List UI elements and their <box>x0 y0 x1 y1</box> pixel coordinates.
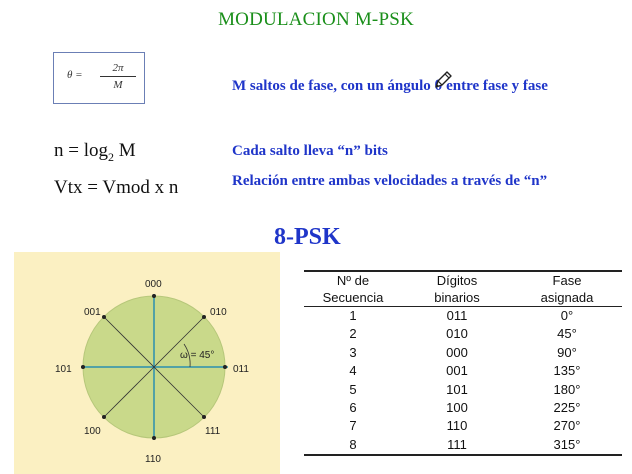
cell-sequence: 7 <box>349 418 357 434</box>
cell-digits: 101 <box>446 381 468 397</box>
table-row: 7 110 270° <box>304 417 622 435</box>
n-formula-prefix: n = log <box>54 140 108 161</box>
table-row: 2 010 45° <box>304 325 622 343</box>
point-001 <box>102 315 106 319</box>
cell-digits: 111 <box>402 435 512 457</box>
label-100: 100 <box>84 426 101 437</box>
cell-digits: 001 <box>446 363 468 379</box>
cell-phase: 90° <box>557 344 577 360</box>
cell-sequence: 8 <box>304 435 402 457</box>
diagonal-2 <box>103 316 205 418</box>
formula-lhs: θ = <box>67 69 83 81</box>
label-111: 111 <box>205 426 221 437</box>
header-digits-1: Dígitos <box>402 270 512 289</box>
cell-phase: 135° <box>553 363 581 379</box>
point-110 <box>152 436 156 440</box>
cell-phase: 270° <box>553 418 581 434</box>
table-row: 4 001 135° <box>304 362 622 380</box>
cell-digits: 110 <box>446 418 468 434</box>
point-000 <box>152 294 156 298</box>
point-101 <box>81 365 85 369</box>
label-001: 001 <box>84 307 101 318</box>
header-phase-2: asignada <box>512 289 622 307</box>
angle-arc <box>183 343 191 368</box>
cell-digits: 100 <box>446 400 468 416</box>
table-row: 6 100 225° <box>304 399 622 417</box>
cell-phase: 0° <box>560 308 574 323</box>
theta-formula: θ = 2π M <box>53 52 145 104</box>
speed-relation-text: Relación entre ambas velocidades a travé… <box>232 173 548 189</box>
phase-jumps-text: M saltos de fase, con un ángulo θ entre … <box>232 78 548 94</box>
cell-sequence: 1 <box>349 308 357 323</box>
formula-numerator: 2π <box>112 62 124 74</box>
cell-digits: 010 <box>446 326 468 342</box>
angle-label: ω = 45° <box>180 350 214 361</box>
table-row: 5 101 180° <box>304 381 622 399</box>
table-row: 1 011 0° <box>304 307 622 326</box>
psk-title: 8-PSK <box>274 224 341 250</box>
constellation-diagram: 000 010 011 111 110 100 101 001 ω = 45° <box>55 279 249 465</box>
header-digits-2: binarios <box>402 289 512 307</box>
header-sequence-1: Nº de <box>304 270 402 289</box>
formula-denominator: M <box>113 79 123 91</box>
point-011 <box>223 365 227 369</box>
label-101: 101 <box>55 364 72 375</box>
cell-sequence: 5 <box>349 381 357 397</box>
point-100 <box>102 415 106 419</box>
phase-table: Nº de Dígitos Fase Secuencia binarios as… <box>304 270 622 457</box>
table-row: 3 000 90° <box>304 344 622 362</box>
label-011: 011 <box>233 364 249 375</box>
point-010 <box>202 315 206 319</box>
cell-phase: 45° <box>557 326 577 342</box>
n-formula: n = log2 M <box>54 140 136 165</box>
cell-phase: 315° <box>512 435 622 457</box>
bits-per-jump-text: Cada salto lleva “n” bits <box>232 143 388 159</box>
cell-sequence: 2 <box>349 326 357 342</box>
label-110: 110 <box>145 454 161 465</box>
cell-digits: 000 <box>446 344 468 360</box>
cell-sequence: 3 <box>349 344 357 360</box>
cell-sequence: 4 <box>349 363 357 379</box>
pencil-icon[interactable] <box>432 69 454 91</box>
label-010: 010 <box>210 307 227 318</box>
n-formula-suffix: M <box>114 140 136 161</box>
cell-phase: 225° <box>553 400 581 416</box>
label-000: 000 <box>145 279 162 290</box>
header-sequence-2: Secuencia <box>304 289 402 307</box>
point-111 <box>202 415 206 419</box>
page-title: MODULACION M-PSK <box>218 9 414 30</box>
header-phase-1: Fase <box>512 270 622 289</box>
vtx-formula: Vtx = Vmod x n <box>54 177 179 198</box>
n-formula-sub: 2 <box>108 149 114 164</box>
cell-phase: 180° <box>553 381 581 397</box>
formula-fraction: 2π M <box>100 62 136 91</box>
cell-sequence: 6 <box>349 400 357 416</box>
cell-digits: 011 <box>446 308 468 323</box>
